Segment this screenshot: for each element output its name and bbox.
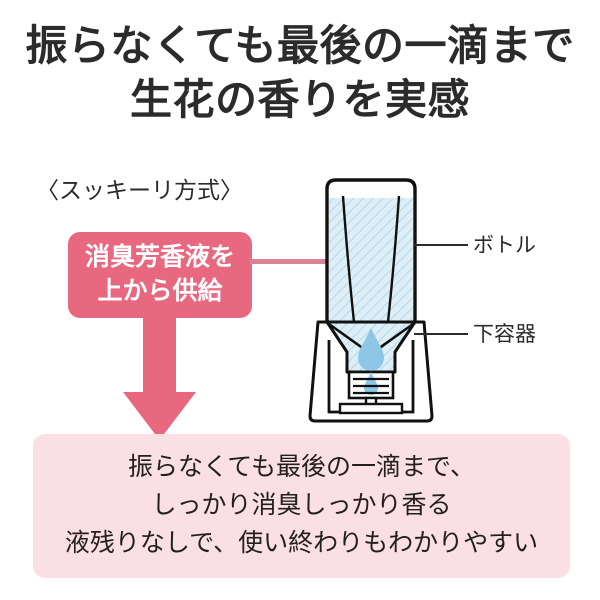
lower-container-leader-line	[414, 333, 468, 335]
benefit-line-3: 液残りなしで、使い終わりもわかりやすい	[64, 530, 539, 557]
benefit-line-1: 振らなくても最後の一滴まで、	[127, 454, 475, 481]
page-title: 振らなくても最後の一滴まで 生花の香りを実感	[0, 20, 600, 128]
supply-callout-box: 消臭芳香液を 上から供給	[68, 232, 252, 318]
method-label: 〈スッキーリ方式〉	[36, 177, 243, 203]
label-lower-container: 下容器	[473, 323, 536, 346]
headline-line-1: 振らなくても最後の一滴まで	[25, 24, 575, 70]
callout-line-2: 上から供給	[97, 278, 223, 305]
label-bottle: ボトル	[473, 234, 536, 257]
benefit-line-2: しっかり消臭しっかり香る	[151, 492, 452, 519]
callout-line-1: 消臭芳香液を	[84, 244, 235, 271]
headline-line-2: 生花の香りを実感	[129, 78, 470, 124]
bottle-leader-line	[414, 244, 468, 246]
bottle-diagram	[296, 176, 446, 426]
benefits-panel: 振らなくても最後の一滴まで、 しっかり消臭しっかり香る 液残りなしで、使い終わり…	[33, 434, 570, 578]
callout-connector-line	[250, 259, 330, 264]
down-arrow-icon	[120, 316, 200, 442]
